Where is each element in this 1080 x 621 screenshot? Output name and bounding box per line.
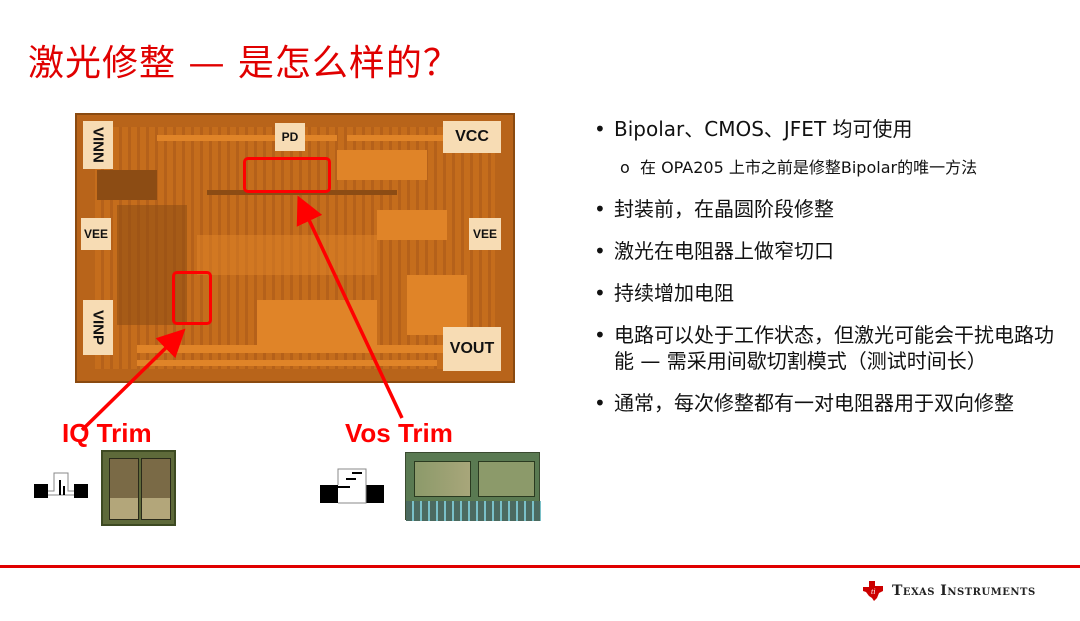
bullet-list: • Bipolar、CMOS、JFET 均可使用 o 在 OPA205 上市之前…	[594, 116, 1064, 432]
vos-trim-highlight	[243, 157, 331, 193]
die-region	[117, 205, 187, 325]
die-region	[97, 170, 157, 200]
pad-vee-right: VEE	[469, 218, 501, 250]
ti-logo: ti Texas Instruments	[862, 580, 1036, 602]
svg-text:ti: ti	[871, 587, 875, 596]
pad-vout: VOUT	[443, 327, 501, 371]
metal-trace	[137, 345, 467, 353]
metal-trace	[157, 135, 337, 141]
bullet-text: 封装前，在晶圆阶段修整	[614, 197, 834, 221]
bullet-item: • 通常，每次修整都有一对电阻器用于双向修整	[594, 390, 1064, 416]
die-photo: VINN PD VCC VEE VEE VINP VOUT	[75, 113, 515, 383]
sub-bullet-glyph: o	[620, 158, 630, 177]
iq-trim-photo	[101, 450, 176, 526]
vos-trim-resistor-icon	[320, 468, 384, 504]
bullet-glyph: •	[594, 239, 606, 263]
bullet-glyph: •	[594, 117, 606, 141]
bullet-glyph: •	[594, 391, 606, 415]
metal-trace	[347, 135, 457, 141]
pad-vee-left: VEE	[81, 218, 111, 250]
bullet-text: Bipolar、CMOS、JFET 均可使用	[614, 117, 913, 141]
pad-vinn: VINN	[83, 121, 113, 169]
sub-bullet-item: o 在 OPA205 上市之前是修整Bipolar的唯一方法	[594, 154, 1064, 182]
bullet-item: • 电路可以处于工作状态，但激光可能会干扰电路功能 — 需采用间歇切割模式（测试…	[594, 322, 1064, 374]
bullet-item: • 封装前，在晶圆阶段修整	[594, 196, 1064, 222]
ti-state-logo-icon: ti	[863, 581, 883, 601]
iq-trim-resistor-icon	[34, 472, 88, 498]
iq-trim-highlight	[172, 271, 212, 325]
ti-logo-text: Texas Instruments	[892, 583, 1036, 599]
bullet-glyph: •	[594, 323, 606, 347]
metal-block	[407, 275, 467, 335]
metal-block	[337, 150, 427, 180]
bullet-item: • 持续增加电阻	[594, 280, 1064, 306]
metal-trace	[137, 360, 437, 366]
metal-block	[377, 210, 447, 240]
bullet-text: 通常，每次修整都有一对电阻器用于双向修整	[614, 391, 1014, 415]
footer-divider	[0, 565, 1080, 568]
vos-trim-label: Vos Trim	[345, 418, 453, 448]
bullet-text: 持续增加电阻	[614, 281, 734, 305]
metal-block	[257, 300, 377, 350]
bullet-text: 激光在电阻器上做窄切口	[614, 239, 834, 263]
vos-trim-photo	[405, 452, 541, 521]
pad-pd: PD	[275, 123, 305, 151]
pad-vcc: VCC	[443, 121, 501, 153]
bullet-item: • 激光在电阻器上做窄切口	[594, 238, 1064, 264]
bullet-glyph: •	[594, 281, 606, 305]
bullet-text: 电路可以处于工作状态，但激光可能会干扰电路功能 — 需采用间歇切割模式（测试时间…	[614, 323, 1054, 373]
bullet-glyph: •	[594, 197, 606, 221]
slide-title: 激光修整 — 是怎么样的？	[28, 43, 460, 84]
bullet-item: • Bipolar、CMOS、JFET 均可使用	[594, 116, 1064, 142]
die-region	[197, 235, 377, 275]
sub-bullet-text: 在 OPA205 上市之前是修整Bipolar的唯一方法	[640, 158, 978, 177]
pad-vinp: VINP	[83, 300, 113, 355]
iq-trim-label: IQ Trim	[62, 418, 152, 448]
